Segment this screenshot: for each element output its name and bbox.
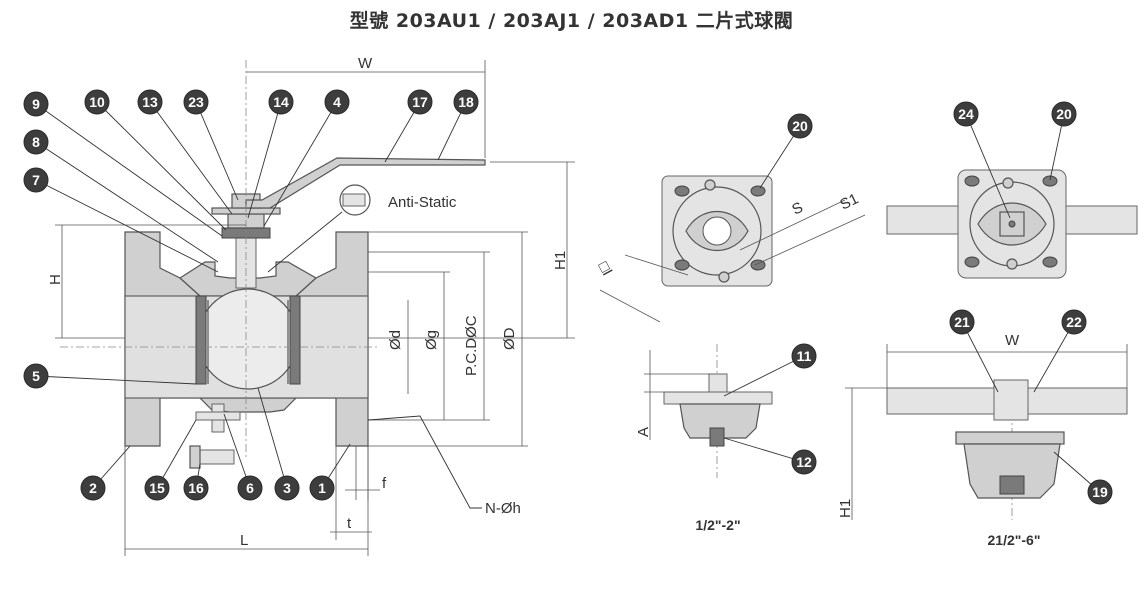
side-view-small: A 11 12 1/2"-2" bbox=[635, 343, 817, 533]
svg-text:22: 22 bbox=[1066, 314, 1082, 330]
anti-static-inset: Anti-Static bbox=[267, 184, 457, 273]
balloon-2: 2 bbox=[80, 475, 106, 501]
caption-large-sizes: 21/2"-6" bbox=[988, 532, 1041, 548]
balloon-17: 17 bbox=[407, 89, 433, 115]
svg-text:3: 3 bbox=[283, 480, 291, 496]
svg-text:20: 20 bbox=[792, 118, 808, 134]
main-section-view bbox=[60, 60, 486, 469]
page-title: 型號 203AU1 / 203AJ1 / 203AD1 二片式球閥 bbox=[349, 10, 794, 32]
svg-text:2: 2 bbox=[89, 480, 97, 496]
svg-text:11: 11 bbox=[797, 348, 812, 364]
balloon-4: 4 bbox=[324, 89, 350, 115]
balloon-14: 14 bbox=[268, 89, 294, 115]
svg-text:1: 1 bbox=[318, 480, 326, 496]
dim-s: S bbox=[789, 199, 805, 219]
balloon-15: 15 bbox=[144, 475, 170, 501]
dim-h: H bbox=[47, 274, 64, 285]
svg-text:12: 12 bbox=[796, 454, 812, 470]
main-balloons: 9 10 13 23 14 4 17 18 8 7 5 2 15 16 6 3 … bbox=[23, 89, 479, 501]
anti-static-label: Anti-Static bbox=[388, 194, 457, 211]
svg-text:4: 4 bbox=[333, 94, 341, 110]
dim-w-side: W bbox=[1005, 332, 1020, 349]
ball-bore-lines bbox=[207, 300, 289, 384]
dim-d-small: Ød bbox=[387, 330, 404, 350]
right-seat bbox=[289, 295, 301, 385]
svg-text:9: 9 bbox=[32, 96, 40, 112]
ball bbox=[197, 288, 299, 390]
dim-t: t bbox=[347, 515, 352, 532]
balloon-19: 19 bbox=[1087, 479, 1113, 505]
main-leaders bbox=[35, 101, 467, 489]
dim-h1-main: H1 bbox=[552, 251, 569, 270]
svg-text:23: 23 bbox=[188, 94, 204, 110]
svg-text:21: 21 bbox=[954, 314, 970, 330]
svg-text:10: 10 bbox=[89, 94, 105, 110]
balloon-13: 13 bbox=[137, 89, 163, 115]
left-seat bbox=[195, 295, 207, 385]
handle bbox=[245, 157, 486, 209]
main-dimensions: W H H1 Ød Øg P.C.DØC ØD N-Øh f bbox=[47, 55, 575, 556]
caption-small-sizes: 1/2"-2" bbox=[695, 517, 740, 533]
balloon-12: 12 bbox=[791, 449, 817, 475]
svg-text:19: 19 bbox=[1092, 484, 1108, 500]
dim-d-big: ØD bbox=[501, 327, 518, 350]
balloon-22: 22 bbox=[1061, 309, 1087, 335]
svg-text:17: 17 bbox=[412, 94, 428, 110]
svg-text:18: 18 bbox=[458, 94, 474, 110]
dim-s1: S1 bbox=[837, 190, 861, 213]
side-view-large: W H1 21 22 19 21/2"-6" bbox=[837, 309, 1128, 548]
balloon-21: 21 bbox=[949, 309, 975, 335]
dim-nh: N-Øh bbox=[485, 500, 521, 517]
top-view-large: 24 20 bbox=[886, 101, 1138, 279]
svg-text:16: 16 bbox=[188, 480, 204, 496]
balloon-23: 23 bbox=[183, 89, 209, 115]
dim-pcd: P.C.DØC bbox=[463, 315, 480, 376]
balloon-9: 9 bbox=[23, 91, 49, 117]
balloon-7: 7 bbox=[23, 167, 49, 193]
balloon-20-large: 20 bbox=[1051, 101, 1077, 127]
balloon-10: 10 bbox=[84, 89, 110, 115]
dim-square: □I bbox=[594, 259, 615, 279]
svg-text:6: 6 bbox=[246, 480, 254, 496]
svg-text:14: 14 bbox=[273, 94, 289, 110]
top-view-small: S S1 □I 20 bbox=[594, 113, 866, 323]
balloon-24: 24 bbox=[953, 101, 979, 127]
svg-text:7: 7 bbox=[32, 172, 40, 188]
balloon-8: 8 bbox=[23, 129, 49, 155]
balloon-6: 6 bbox=[237, 475, 263, 501]
svg-text:5: 5 bbox=[32, 368, 40, 384]
balloon-11: 11 bbox=[791, 343, 817, 369]
bolt-16-head bbox=[189, 445, 201, 469]
svg-text:24: 24 bbox=[958, 106, 974, 122]
svg-text:8: 8 bbox=[32, 134, 40, 150]
dim-l: L bbox=[240, 532, 248, 549]
body-bolt-head bbox=[195, 411, 241, 421]
svg-text:15: 15 bbox=[149, 480, 165, 496]
svg-text:20: 20 bbox=[1056, 106, 1072, 122]
balloon-1: 1 bbox=[309, 475, 335, 501]
dim-a: A bbox=[635, 427, 652, 437]
balloon-16: 16 bbox=[183, 475, 209, 501]
dim-g: Øg bbox=[423, 330, 440, 350]
dim-f: f bbox=[382, 475, 387, 492]
svg-text:13: 13 bbox=[142, 94, 158, 110]
balloon-18: 18 bbox=[453, 89, 479, 115]
balloon-3: 3 bbox=[274, 475, 300, 501]
balloon-5: 5 bbox=[23, 363, 49, 389]
dim-w-main: W bbox=[358, 55, 373, 72]
dim-h1-side: H1 bbox=[837, 499, 854, 518]
balloon-20-small: 20 bbox=[787, 113, 813, 139]
